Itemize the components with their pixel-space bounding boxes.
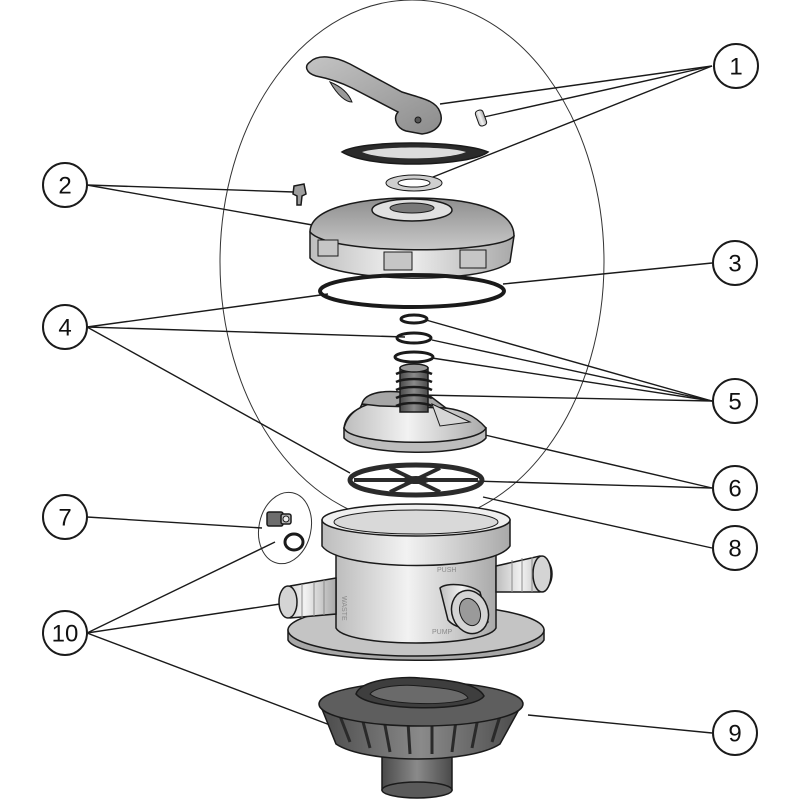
callout-9: 9 <box>712 710 758 756</box>
callout-label-1: 1 <box>729 54 742 81</box>
part-2-clip <box>292 183 307 206</box>
callout-label-9: 9 <box>728 721 741 748</box>
part-8-spider-gasket <box>347 462 485 498</box>
callout-label-5: 5 <box>728 389 741 416</box>
callout-label-6: 6 <box>728 476 741 503</box>
callout-1: 1 <box>713 43 759 89</box>
part-7-group-outline <box>257 491 313 565</box>
callout-5: 5 <box>712 378 758 424</box>
callout-label-7: 7 <box>58 505 71 532</box>
body-embossed-label-pump: PUMP <box>432 629 453 636</box>
part-1-handle <box>305 56 442 135</box>
callout-label-8: 8 <box>728 536 741 563</box>
part-2-cover <box>309 197 515 279</box>
callout-4: 4 <box>42 304 88 350</box>
part-7-fitting <box>266 511 305 552</box>
part-1-washer <box>385 174 443 192</box>
callout-8: 8 <box>712 525 758 571</box>
callout-label-4: 4 <box>58 315 71 342</box>
part-9-diffuser <box>318 676 524 799</box>
callout-7: 7 <box>42 494 88 540</box>
callout-label-2: 2 <box>58 173 71 200</box>
body-embossed-label-waste: WASTE <box>340 596 347 621</box>
callout-label-10: 10 <box>52 621 79 648</box>
callout-label-3: 3 <box>728 251 741 278</box>
part-6-rotor <box>343 390 487 453</box>
callout-2: 2 <box>42 162 88 208</box>
leader-lines <box>86 65 713 734</box>
part-5-orings <box>393 313 435 364</box>
callout-10: 10 <box>42 610 88 656</box>
part-10-valve-body: PUSH WASTE PUMP <box>278 503 553 661</box>
callout-6: 6 <box>712 465 758 511</box>
part-1-cover-gasket <box>340 142 490 165</box>
part-3-oring <box>318 273 506 309</box>
body-embossed-label-push: PUSH <box>437 567 456 574</box>
part-6-spring-stem <box>395 363 433 413</box>
part-1-pin <box>474 109 488 127</box>
callout-3: 3 <box>712 240 758 286</box>
